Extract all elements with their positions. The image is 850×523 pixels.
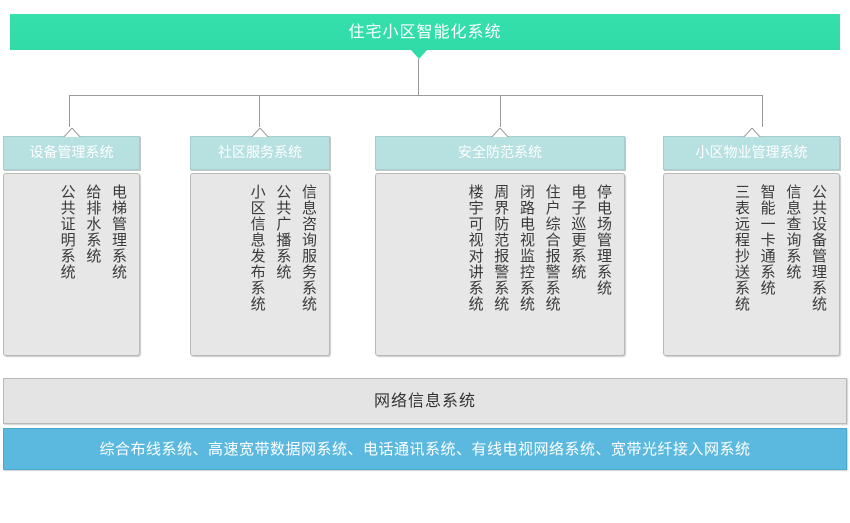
list-item: 住户综合报警系统 <box>543 184 562 312</box>
infrastructure-layer-label: 综合布线系统、高速宽带数据网系统、电话通讯系统、有线电视网络系统、宽带光纤接入网… <box>99 439 751 458</box>
down-arrow-icon <box>491 354 509 355</box>
list-item: 给排水系统 <box>84 184 103 264</box>
root-system-bar: 住宅小区智能化系统 <box>10 14 840 50</box>
list-item: 闭路电视监控系统 <box>517 184 536 312</box>
list-item: 电子巡更系统 <box>569 184 588 280</box>
group-security-protection: 安全防范系统 停电场管理系统 电子巡更系统 住户综合报警系统 闭路电视监控系统 … <box>375 128 625 356</box>
group-header-equipment-management[interactable]: 设备管理系统 <box>3 128 140 170</box>
group-community-services: 社区服务系统 信息咨询服务系统 公共广播系统 小区信息发布系统 <box>190 128 330 356</box>
list-item: 周界防范报警系统 <box>492 184 511 312</box>
list-item: 楼宇可视对讲系统 <box>466 184 485 312</box>
connector-root-vertical <box>418 59 419 96</box>
network-layer-label: 网络信息系统 <box>373 391 476 410</box>
infrastructure-layer-bar: 综合布线系统、高速宽带数据网系统、电话通讯系统、有线电视网络系统、宽带光纤接入网… <box>3 428 847 470</box>
group-body-security-protection: 停电场管理系统 电子巡更系统 住户综合报警系统 闭路电视监控系统 周界防范报警系… <box>375 173 625 356</box>
connector-drop-1 <box>69 95 70 127</box>
connector-drop-2 <box>259 95 260 127</box>
up-arrow-icon <box>742 128 761 137</box>
root-down-arrow-icon <box>411 50 427 59</box>
down-arrow-icon <box>63 354 81 355</box>
connector-drop-3 <box>500 95 501 127</box>
list-item: 小区信息发布系统 <box>248 184 267 312</box>
list-item: 公共设备管理系统 <box>810 184 828 312</box>
group-body-property-management: 公共设备管理系统 信息查询系统 智能一卡通系统 三表远程抄送系统 <box>663 173 840 356</box>
root-system-title: 住宅小区智能化系统 <box>348 22 502 41</box>
connector-drop-4 <box>762 95 763 127</box>
group-equipment-management: 设备管理系统 电梯管理系统 给排水系统 公共证明系统 <box>3 128 140 356</box>
up-arrow-icon <box>62 128 81 137</box>
list-item: 信息咨询服务系统 <box>300 184 318 312</box>
group-property-management: 小区物业管理系统 公共设备管理系统 信息查询系统 智能一卡通系统 三表远程抄送系… <box>663 128 840 356</box>
group-body-equipment-management: 电梯管理系统 给排水系统 公共证明系统 <box>3 173 140 356</box>
group-header-label: 安全防范系统 <box>458 145 542 161</box>
down-arrow-icon <box>251 354 269 355</box>
network-layer-bar: 网络信息系统 <box>3 378 847 424</box>
list-item: 公共广播系统 <box>274 184 293 280</box>
group-header-label: 社区服务系统 <box>218 145 302 161</box>
connector-horizontal-bus <box>69 95 763 96</box>
group-header-security-protection[interactable]: 安全防范系统 <box>375 128 625 170</box>
group-header-property-management[interactable]: 小区物业管理系统 <box>663 128 840 170</box>
list-item: 公共证明系统 <box>58 184 77 280</box>
group-body-community-services: 信息咨询服务系统 公共广播系统 小区信息发布系统 <box>190 173 330 356</box>
list-item: 信息查询系统 <box>784 184 803 280</box>
list-item: 停电场管理系统 <box>595 184 613 296</box>
group-header-community-services[interactable]: 社区服务系统 <box>190 128 330 170</box>
list-item: 电梯管理系统 <box>110 184 128 280</box>
down-arrow-icon <box>743 354 761 355</box>
up-arrow-icon <box>251 128 269 137</box>
list-item: 三表远程抄送系统 <box>732 184 751 312</box>
group-header-label: 小区物业管理系统 <box>695 145 808 161</box>
up-arrow-icon <box>491 128 509 137</box>
list-item: 智能一卡通系统 <box>758 184 777 296</box>
group-header-label: 设备管理系统 <box>29 145 114 161</box>
